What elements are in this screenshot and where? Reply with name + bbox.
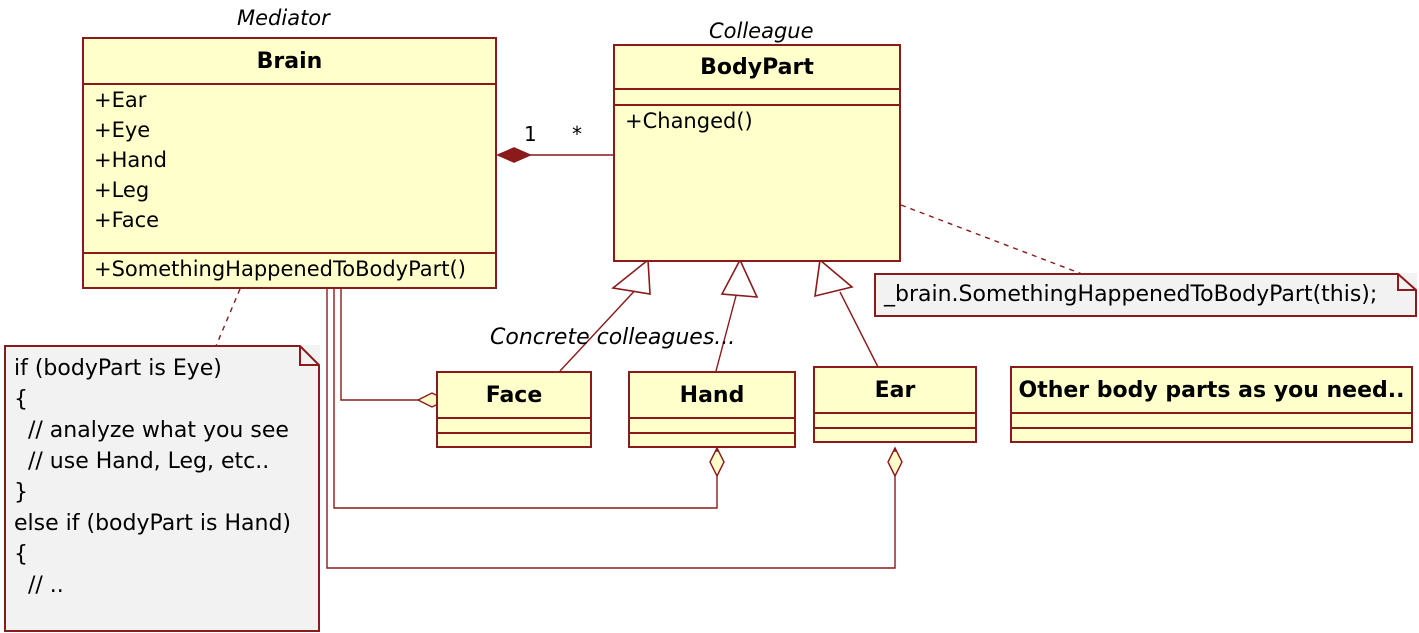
class-face-title: Face — [485, 382, 543, 408]
note-brain-logic-text: if (bodyPart is Eye) { // analyze what y… — [14, 356, 291, 598]
attribute-row: +Leg — [94, 178, 150, 202]
composition-diamond-filled — [496, 147, 532, 163]
class-ear-operations — [815, 427, 975, 442]
attribute-row: +Hand — [94, 148, 167, 172]
class-hand[interactable]: Hand — [628, 371, 796, 448]
aggregation-diamond-hollow — [887, 446, 903, 478]
edge-ear-inherits-bodypart — [814, 258, 881, 372]
class-face-operations — [438, 432, 590, 447]
generalization-triangle — [611, 258, 651, 295]
class-ear[interactable]: Ear — [813, 366, 977, 443]
class-hand-attributes — [630, 417, 794, 432]
multiplicity-brain-side: 1 — [524, 122, 537, 146]
class-face[interactable]: Face — [436, 371, 592, 448]
attribute-row: +Eye — [94, 118, 151, 142]
edge-face-inherits-bodypart — [559, 258, 651, 372]
note-brain-logic[interactable]: if (bodyPart is Eye) { // analyze what y… — [4, 345, 320, 632]
class-brain[interactable]: Brain +Ear +Eye +Hand +Leg +Face +Someth… — [82, 37, 497, 289]
class-hand-title: Hand — [679, 382, 745, 408]
attribute-row: +Face — [94, 208, 160, 232]
note-fold-corner — [1397, 274, 1416, 291]
operation-row: +SomethingHappenedToBodyPart() — [94, 257, 466, 281]
class-bodypart-operations: +Changed() — [615, 104, 899, 260]
note-fold-corner — [299, 346, 319, 366]
note-folded-shape — [4, 345, 320, 632]
class-bodypart-title: BodyPart — [700, 54, 814, 80]
edge-brain-aggregates-face — [340, 289, 448, 408]
edge-brain-composition-bodypart — [496, 147, 614, 163]
multiplicity-bodypart-side: * — [572, 122, 582, 146]
class-hand-operations — [630, 432, 794, 447]
class-ear-title: Ear — [874, 377, 916, 403]
generalization-triangle — [720, 258, 759, 298]
stereotype-mediator: Mediator — [237, 6, 330, 30]
class-other-body-parts-operations — [1012, 427, 1411, 442]
edge-bodypart-note-anchor — [900, 204, 1083, 275]
class-bodypart[interactable]: BodyPart +Changed() — [613, 44, 901, 262]
aggregation-diamond-hollow — [709, 446, 725, 478]
note-bodypart-call-text: _brain.SomethingHappenedToBodyPart(this)… — [884, 282, 1378, 307]
class-other-body-parts-title: Other body parts as you need.. — [1018, 377, 1405, 403]
class-brain-title: Brain — [256, 48, 323, 74]
class-other-body-parts[interactable]: Other body parts as you need.. — [1010, 366, 1413, 443]
stereotype-colleague: Colleague — [709, 19, 814, 43]
attribute-row: +Ear — [94, 88, 147, 112]
class-other-body-parts-attributes — [1012, 412, 1411, 427]
generalization-triangle — [814, 258, 854, 298]
operation-row: +Changed() — [625, 109, 753, 133]
class-face-attributes — [438, 417, 590, 432]
class-brain-operations: +SomethingHappenedToBodyPart() — [84, 252, 495, 287]
label-concrete-colleagues: Concrete colleagues... — [490, 325, 736, 350]
class-ear-attributes — [815, 412, 975, 427]
edge-brain-note-anchor — [215, 288, 241, 347]
class-bodypart-attributes — [615, 88, 899, 104]
note-bodypart-call[interactable]: _brain.SomethingHappenedToBodyPart(this)… — [874, 273, 1417, 317]
edge-hand-inherits-bodypart — [715, 258, 759, 372]
class-brain-attributes: +Ear +Eye +Hand +Leg +Face — [84, 83, 495, 252]
